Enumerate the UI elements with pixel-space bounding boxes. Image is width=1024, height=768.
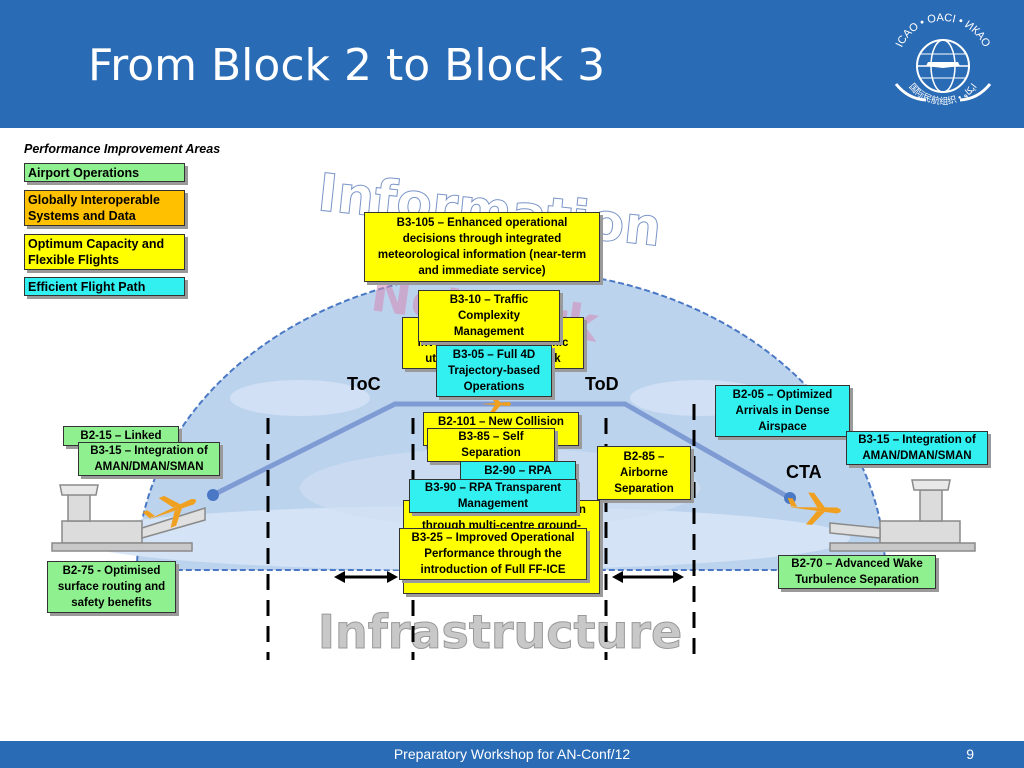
aircraft-departing-icon [142,495,197,528]
box-b2-15: B2-15 – Linked [63,426,179,446]
box-b2-05: B2-05 – Optimized Arrivals in Dense Airs… [715,385,850,437]
box-b3-05: B3-05 – Full 4D Trajectory-based Operati… [436,345,552,397]
box-b2-90: B2-90 – RPA [460,461,576,481]
departure-point [207,489,219,501]
box-b3-10: B3-10 – Traffic Complexity Management [418,290,560,342]
box-b3-85: B3-85 – Self Separation [427,428,555,462]
svg-text:国际民航组织 • ايكاو: 国际民航组织 • ايكاو [907,81,979,106]
box-b3-105: B3-105 – Enhanced operational decisions … [364,212,600,282]
icao-logo: ICAO • OACI • ИКАО 国际民航组织 • ايكاو [894,12,993,106]
box-b2-75: B2-75 - Optimised surface routing and sa… [47,561,176,613]
label-tod: ToD [585,374,619,394]
double-arrow-left [334,571,398,583]
box-b2-85: B2-85 – Airborne Separation [597,446,691,500]
label-toc: ToC [347,374,381,394]
base-word-infrastructure: Infrastructure [318,605,682,659]
legend-item-airport-operations: Airport Operations [24,163,185,182]
box-b3-90: B3-90 – RPA Transparent Management [409,479,577,513]
slide-header: From Block 2 to Block 3 ICAO • OACI • ИК… [0,0,1024,128]
logo-text-top: ICAO • OACI • ИКАО [894,12,993,50]
slide-title: From Block 2 to Block 3 [88,40,606,91]
box-b3-15-left: B3-15 – Integration of AMAN/DMAN/SMAN [78,442,220,476]
box-b3-15-right: B3-15 – Integration of AMAN/DMAN/SMAN [846,431,988,465]
legend-title: Performance Improvement Areas [24,142,221,156]
svg-text:ICAO • OACI • ИКАО: ICAO • OACI • ИКАО [894,12,993,50]
legend-item-interoperable-systems: Globally Interoperable Systems and Data [24,190,185,226]
slide-footer: Preparatory Workshop for AN-Conf/12 9 [0,741,1024,768]
legend-item-optimum-capacity: Optimum Capacity and Flexible Flights [24,234,185,270]
double-arrow-right [612,571,684,583]
box-b2-70: B2-70 – Advanced Wake Turbulence Separat… [778,555,936,589]
page-number: 9 [966,746,974,762]
label-cta: CTA [786,462,822,482]
footer-text: Preparatory Workshop for AN-Conf/12 [393,746,631,762]
legend-item-efficient-flight-path: Efficient Flight Path [24,277,185,296]
aircraft-arriving-icon [787,492,841,525]
logo-text-bottom: 国际民航组织 • ايكاو [907,81,979,106]
box-b3-25: B3-25 – Improved Operational Performance… [399,528,587,580]
airport-right-icon [829,479,976,552]
